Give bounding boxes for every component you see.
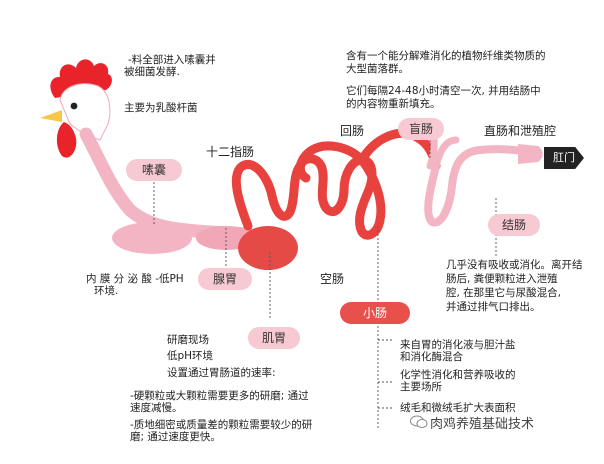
gizzard-note-3: 设置通过胃肠道的速率: <box>167 367 276 379</box>
jejunum-label: 空肠 <box>320 272 345 286</box>
colon-label: 结肠 <box>488 214 540 236</box>
wechat-icon <box>410 415 428 428</box>
ceca-label: 盲肠 <box>398 118 444 140</box>
crop-note-2: 被细菌发酵. <box>124 66 180 78</box>
colon-note-1: 几乎没有吸收或消化。离开结 <box>446 259 583 271</box>
ceca-note-3: 它们每隔24-48小时清空一次, 并用结肠中 <box>346 85 541 97</box>
gizzard-note-7: 磨; 通过速度更快。 <box>130 431 221 443</box>
head <box>59 83 111 141</box>
ileum-label: 回肠 <box>340 124 365 138</box>
cloaca-shape <box>518 144 543 164</box>
ceca-note-2: 大型菌落群。 <box>346 63 409 75</box>
chicken-head <box>40 59 112 158</box>
si-note-5: 绒毛和微绒毛扩大表面积 <box>400 402 516 414</box>
ileum-loop <box>295 141 386 225</box>
esophagus <box>79 127 255 241</box>
si-note-4: 主要场所 <box>400 381 442 393</box>
proventriculus-note-2: 环境. <box>94 285 119 297</box>
small-intestine-label: 小肠 <box>340 302 410 324</box>
jejunum-loops <box>295 154 385 240</box>
duodenum-loop <box>231 160 305 231</box>
ceca-note-4: 的内容物重新填充。 <box>346 98 441 110</box>
gizzard-note-5: 速度减慢。 <box>130 402 183 414</box>
colon-note-4: 并通过排气口排出。 <box>446 301 541 313</box>
colon-shape <box>424 145 534 227</box>
crop-note-1: -料全部进入嗉囊并 <box>128 54 216 66</box>
ceca-note-1: 含有一个能分解难消化的植物纤维类物质的 <box>346 50 546 62</box>
gizzard-label: 肌胃 <box>248 327 300 349</box>
gizzard-note-1: 研磨现场 <box>167 334 209 346</box>
crop-note-3: 主要为乳酸杆菌 <box>124 102 198 114</box>
colon-note-2: 肠后, 粪便颗粒进入泄殖 <box>446 273 558 285</box>
wattle <box>56 122 77 158</box>
gizzard-note-2: 低pH环境 <box>167 350 214 362</box>
ceca-shape-2 <box>432 136 460 170</box>
crop-label: 嗉囊 <box>126 159 182 181</box>
si-note-2: 和消化酶混合 <box>400 351 463 363</box>
colon-note-3: 腔, 在那里它与尿酸混合, <box>446 287 562 299</box>
gizzard-shape <box>238 226 298 270</box>
watermark: 肉鸡养殖基础技术 <box>430 417 535 432</box>
gizzard-note-6: -质地细密或质量差的颗粒需要较少的研 <box>130 419 313 431</box>
vent-label: 肛门 <box>544 147 584 169</box>
crop-shape <box>112 222 192 254</box>
gizzard-note-4: -硬颗粒或大颗粒需要更多的研磨; 通过 <box>130 390 309 402</box>
si-note-1: 来自胃的消化液与胆汁盐 <box>400 339 516 351</box>
proventriculus-label: 腺胃 <box>198 268 252 290</box>
eye <box>70 102 78 110</box>
si-note-3: 化学性消化和营养吸收的 <box>400 369 516 381</box>
proventriculus-note-1: 内 膜 分 泌 酸 -低PH <box>86 273 184 285</box>
rectum-label: 直肠和泄殖腔 <box>484 124 557 138</box>
beak <box>40 110 62 122</box>
duodenum-label: 十二指肠 <box>206 145 255 159</box>
